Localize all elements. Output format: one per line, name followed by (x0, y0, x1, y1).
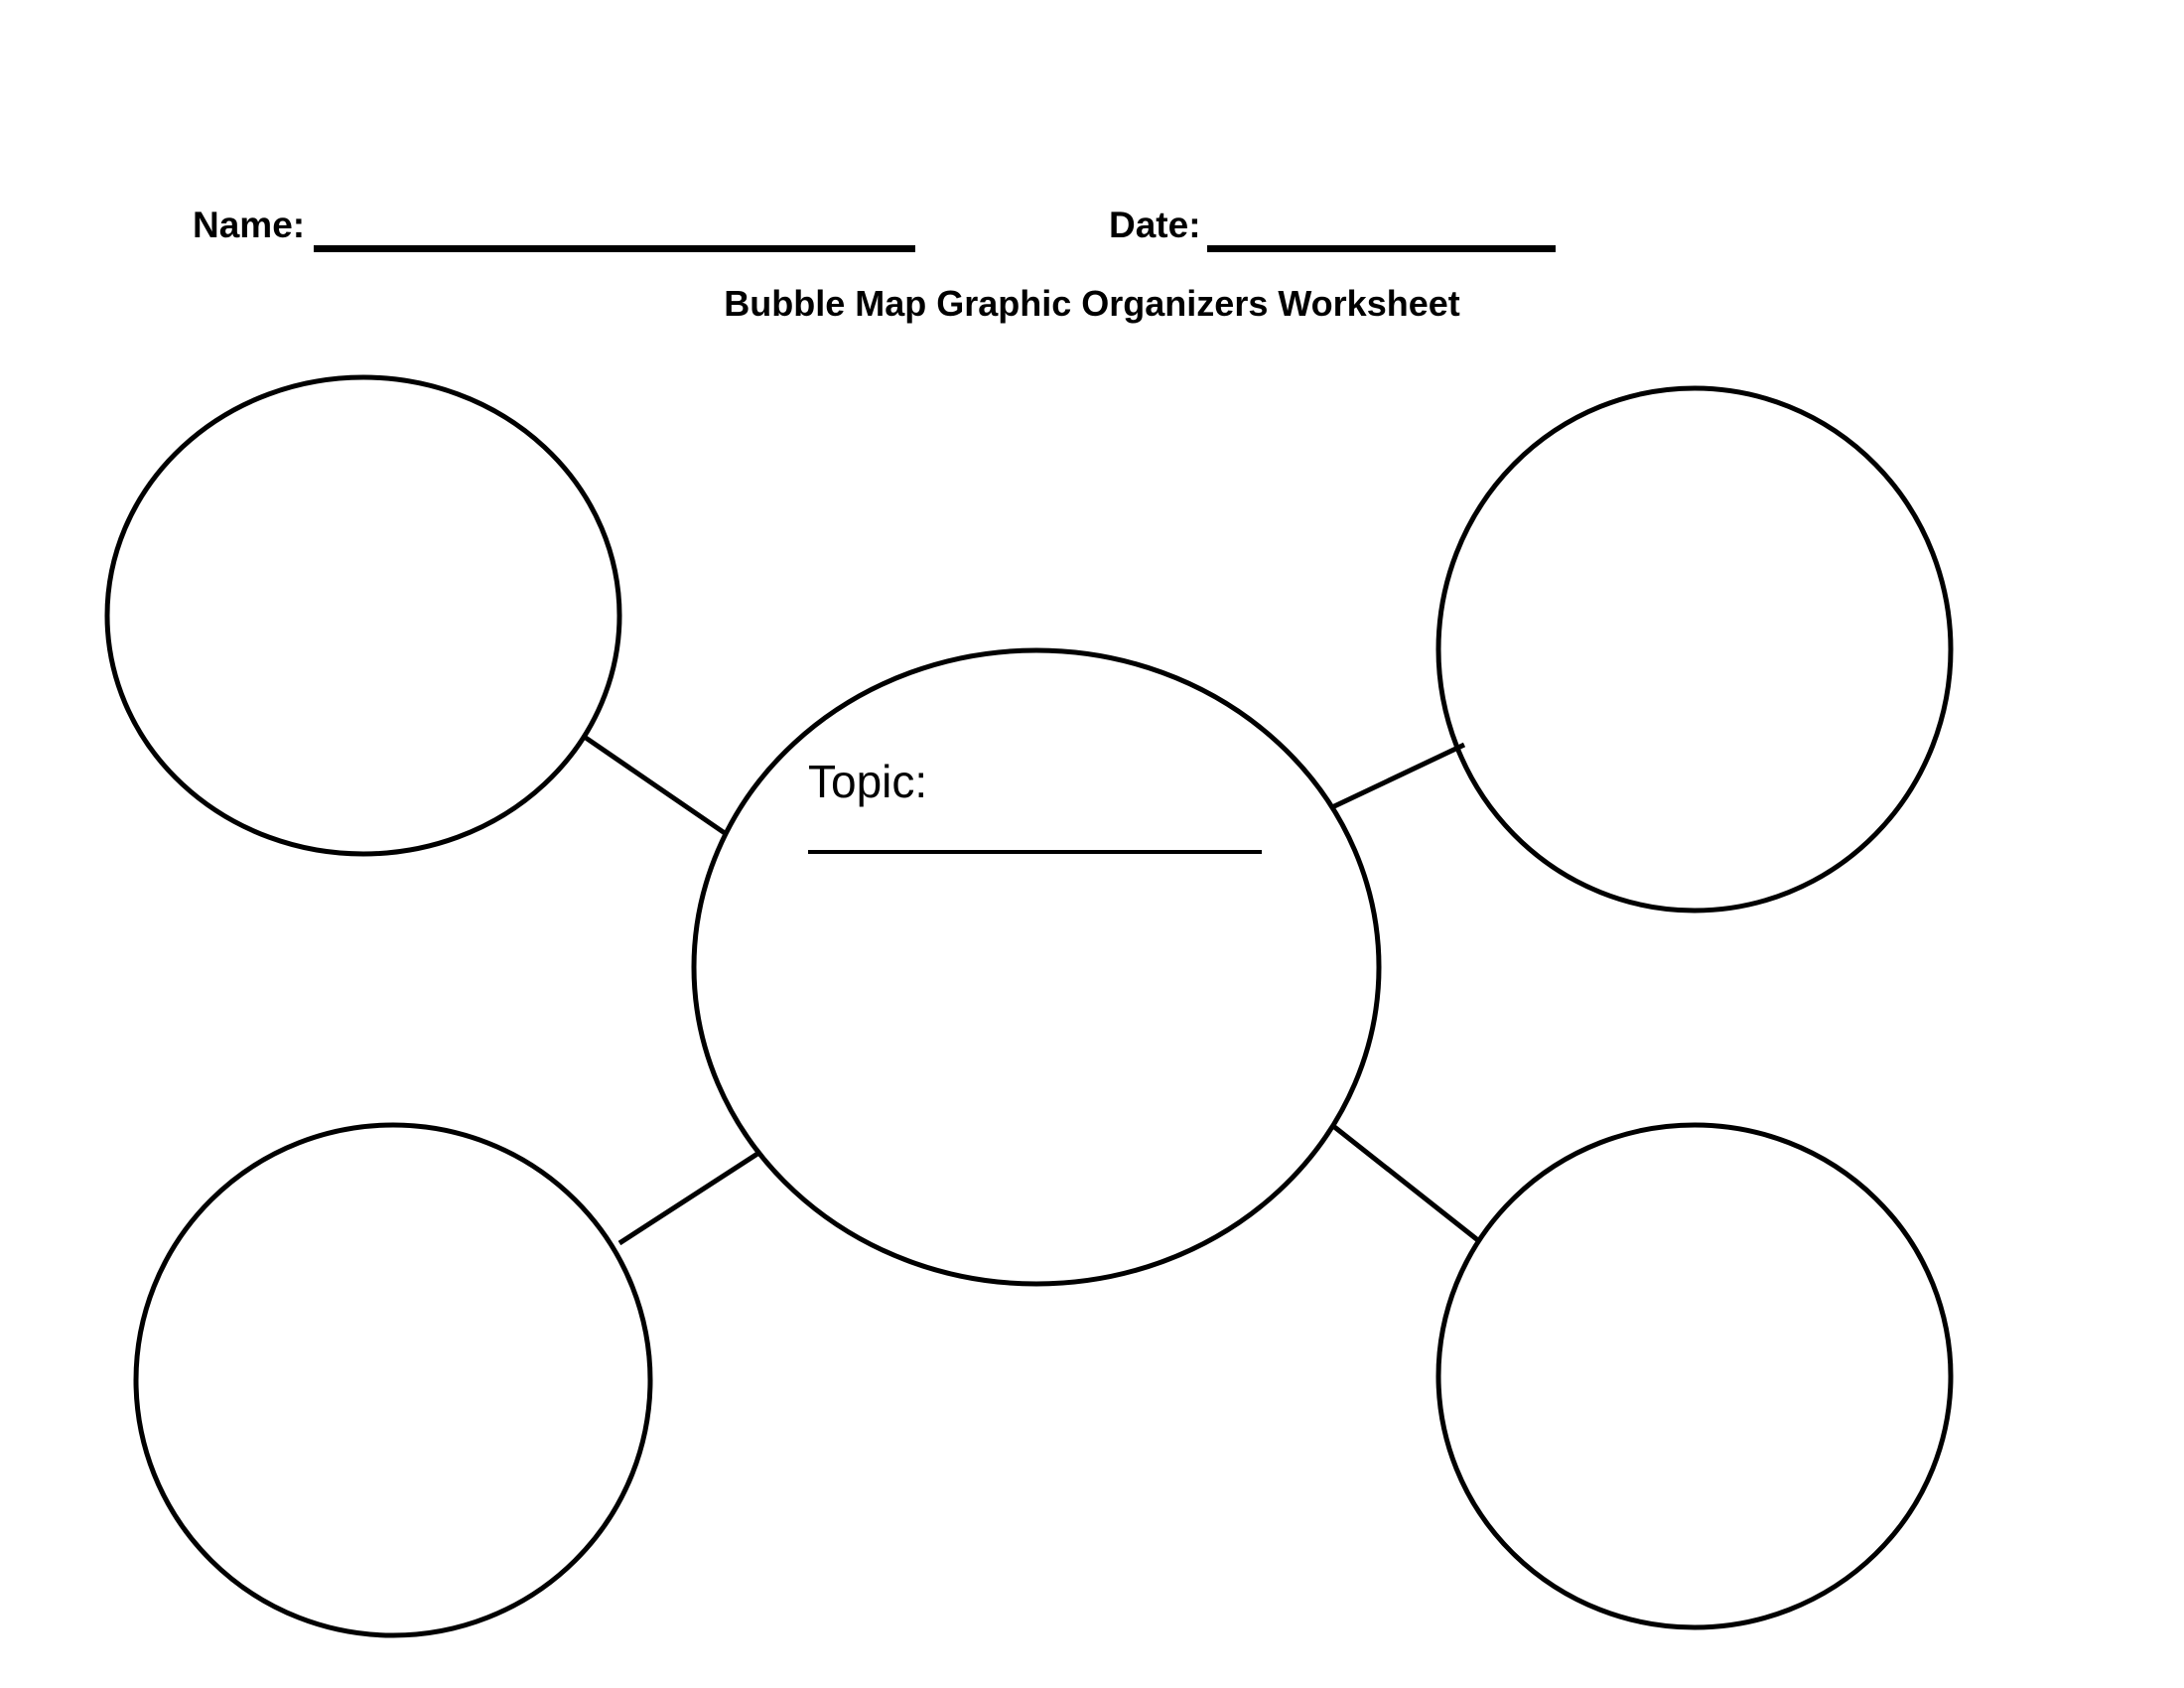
bubble-top-left[interactable] (104, 374, 622, 857)
connector-bottom-left (617, 1151, 759, 1246)
bubble-bottom-left[interactable] (133, 1122, 653, 1638)
bubble-top-right[interactable] (1435, 385, 1954, 914)
topic-label: Topic: (808, 756, 927, 807)
connector-bottom-right (1331, 1124, 1481, 1243)
name-label: Name: (193, 205, 306, 245)
bubble-center-topic[interactable] (691, 647, 1382, 1287)
date-write-line[interactable] (1207, 245, 1556, 252)
date-label: Date: (1109, 205, 1201, 245)
bubble-bottom-right[interactable] (1435, 1122, 1954, 1630)
connector-top-right (1330, 742, 1466, 810)
name-write-line[interactable] (314, 245, 915, 252)
page-title: Bubble Map Graphic Organizers Worksheet (724, 283, 1460, 324)
connector-top-left (584, 735, 727, 836)
